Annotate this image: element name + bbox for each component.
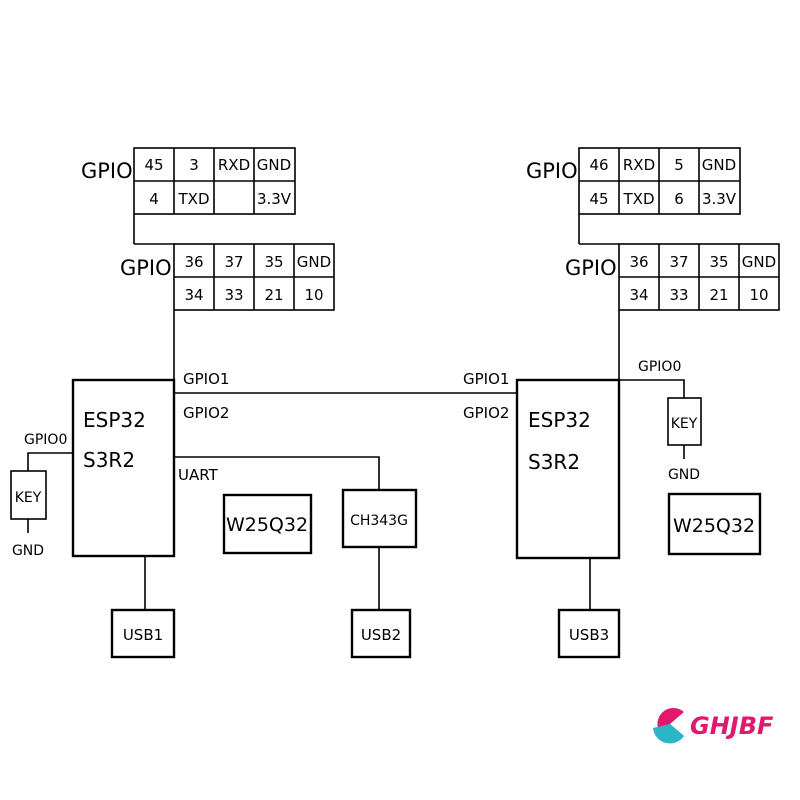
left-bottom-gpio-label: GPIO: [120, 256, 172, 280]
left-key-pin-label: GPIO0: [24, 432, 67, 448]
right-top-cell: 46: [589, 156, 608, 174]
right-chip-label-line2: S3R2: [528, 450, 580, 474]
logo-mark-icon: [653, 707, 684, 744]
right-gpio1-label: GPIO1: [463, 370, 509, 388]
right-gpio2-label: GPIO2: [463, 404, 509, 422]
left-top-cell: 3: [189, 156, 199, 174]
usb1-label: USB1: [123, 626, 163, 644]
right-bottom-gpio-label: GPIO: [565, 256, 617, 280]
usb3-label: USB3: [569, 626, 609, 644]
right-bottom-cell: 37: [669, 253, 688, 271]
left-bottom-cell: 21: [264, 286, 283, 304]
right-key-wire: [619, 379, 685, 398]
usb2-box: [350, 608, 412, 659]
watermark-text: GHJBF: [690, 712, 774, 740]
right-bottom-header-grid: [618, 243, 780, 311]
left-uart-label: UART: [178, 466, 219, 484]
right-top-cell: RXD: [623, 156, 655, 174]
left-top-cell: 45: [144, 156, 163, 174]
left-bottom-cell: GND: [297, 253, 331, 271]
usb3-box: [557, 608, 621, 659]
left-flash-label: W25Q32: [226, 514, 308, 536]
left-bottom-cell: 36: [184, 253, 203, 271]
left-bottom-cell: 33: [224, 286, 243, 304]
left-chip-label-line2: S3R2: [83, 448, 135, 472]
left-top-cell: GND: [257, 156, 291, 174]
watermark-logo: GHJBF: [653, 707, 774, 744]
right-bottom-cell: 36: [629, 253, 648, 271]
right-bottom-cell: 21: [709, 286, 728, 304]
bridge-chip-label: CH343G: [350, 513, 408, 529]
left-bottom-cell: 37: [224, 253, 243, 271]
left-top-cell: 4: [149, 190, 159, 208]
left-key-gnd-label: GND: [12, 543, 44, 559]
right-bottom-cell: 33: [669, 286, 688, 304]
right-bottom-cell: 35: [709, 253, 728, 271]
left-top-header-grid: [133, 147, 296, 215]
right-bottom-cell: 34: [629, 286, 648, 304]
right-bottom-cell: GND: [742, 253, 776, 271]
right-top-gpio-label: GPIO: [526, 159, 578, 183]
left-bottom-cell: 34: [184, 286, 203, 304]
right-esp32-chip-box: [515, 378, 621, 560]
left-top-cell: RXD: [218, 156, 250, 174]
right-key-label: KEY: [671, 416, 698, 432]
right-flash-label: W25Q32: [673, 515, 755, 537]
right-top-cell: 5: [674, 156, 684, 174]
right-key-gnd-label: GND: [668, 467, 700, 483]
right-top-cell: GND: [702, 156, 736, 174]
left-gpio1-label: GPIO1: [183, 370, 229, 388]
left-chip-label-line1: ESP32: [83, 408, 146, 432]
right-key-pin-label: GPIO0: [638, 359, 681, 375]
usb2-label: USB2: [361, 626, 401, 644]
left-top-cell: TXD: [178, 190, 210, 208]
right-chip-label-line1: ESP32: [528, 408, 591, 432]
usb1-box: [110, 608, 176, 659]
left-bottom-cell: 35: [264, 253, 283, 271]
left-key-label: KEY: [15, 490, 42, 506]
left-w25q32-box: [222, 493, 313, 555]
left-bottom-header-grid: [173, 243, 335, 311]
left-top-gpio-label: GPIO: [81, 159, 133, 183]
right-bottom-cell: 10: [749, 286, 768, 304]
left-key-wire: [27, 452, 73, 471]
right-top-cell: 3.3V: [702, 190, 737, 208]
right-top-cell: 45: [589, 190, 608, 208]
left-top-cell: 3.3V: [257, 190, 292, 208]
left-gpio2-label: GPIO2: [183, 404, 229, 422]
right-top-header-grid: [578, 147, 741, 215]
right-top-cell: TXD: [623, 190, 655, 208]
right-w25q32-box: [667, 492, 762, 556]
right-top-cell: 6: [674, 190, 684, 208]
uart-wire: [174, 456, 380, 490]
left-bottom-cell: 10: [304, 286, 323, 304]
left-esp32-chip-box: [71, 378, 176, 558]
